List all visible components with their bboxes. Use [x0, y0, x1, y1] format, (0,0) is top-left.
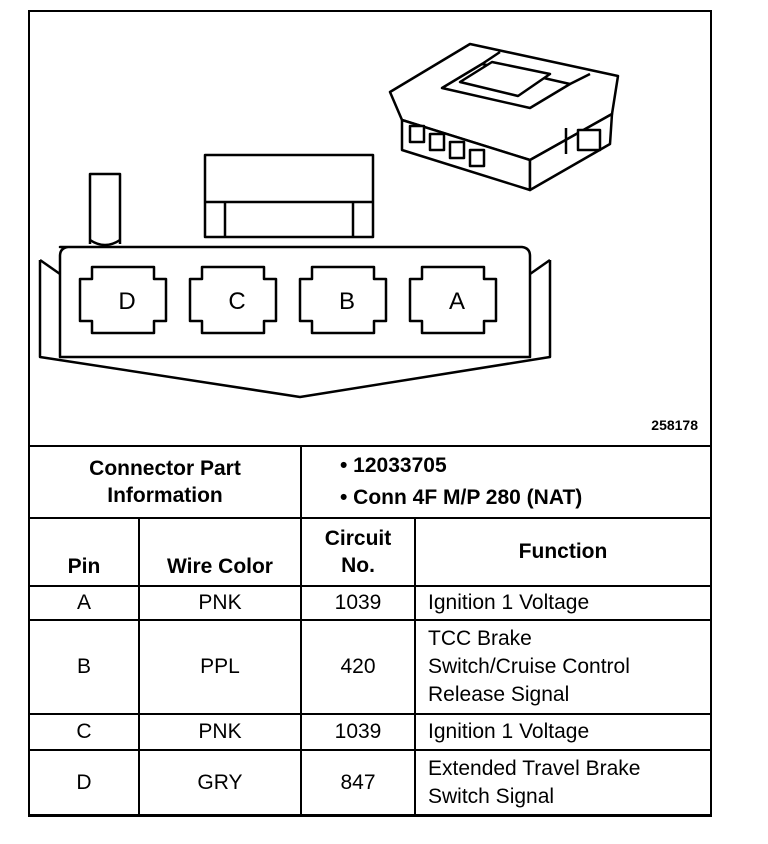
part-number: • 12033705 — [340, 454, 447, 477]
table-row: B PPL 420 TCC Brake Switch/Cruise Contro… — [28, 619, 712, 715]
pin-cavity-a — [408, 265, 498, 335]
part-info-label-line1: Connector Part — [89, 457, 241, 480]
part-info-label: Connector Part Information — [28, 445, 302, 519]
function-cell: TCC Brake Switch/Cruise Control Release … — [414, 619, 712, 715]
pin-label-a: A — [449, 288, 465, 315]
figure-number: 258178 — [651, 417, 698, 433]
wire-color-cell: PPL — [138, 619, 302, 715]
function-cell: Extended Travel Brake Switch Signal — [414, 749, 712, 817]
function-cell: Ignition 1 Voltage — [414, 713, 712, 751]
header-wire-color: Wire Color — [138, 517, 302, 587]
function-cell: Ignition 1 Voltage — [414, 585, 712, 621]
circuit-cell: 847 — [300, 749, 416, 817]
connector-info-table: Connector Part Information • 12033705 • … — [28, 445, 712, 817]
pin-cavity-c — [188, 265, 278, 335]
header-function: Function — [414, 517, 712, 587]
header-circuit-line2: No. — [341, 554, 375, 577]
connector-description: • Conn 4F M/P 280 (NAT) — [340, 486, 583, 509]
pin-label-b: B — [339, 288, 355, 315]
function-line: TCC Brake — [428, 627, 532, 650]
function-line: Switch Signal — [428, 785, 555, 808]
header-circuit-line1: Circuit — [324, 527, 392, 550]
function-line: Ignition 1 Voltage — [428, 591, 590, 614]
table-row: A PNK 1039 Ignition 1 Voltage — [28, 585, 712, 621]
pin-label-c: C — [228, 288, 245, 315]
pin-cell: C — [28, 713, 140, 751]
pin-cavity-b — [298, 265, 388, 335]
pin-cell: B — [28, 619, 140, 715]
table-row: D GRY 847 Extended Travel Brake Switch S… — [28, 749, 712, 817]
pin-cavity-d — [78, 265, 168, 335]
pin-cell: A — [28, 585, 140, 621]
function-line: Release Signal — [428, 683, 570, 706]
wire-color-cell: GRY — [138, 749, 302, 817]
pin-cell: D — [28, 749, 140, 817]
part-info-values: • 12033705 • Conn 4F M/P 280 (NAT) — [300, 445, 712, 519]
wire-color-cell: PNK — [138, 713, 302, 751]
pin-label-d: D — [118, 288, 135, 315]
table-row: C PNK 1039 Ignition 1 Voltage — [28, 713, 712, 751]
wire-color-cell: PNK — [138, 585, 302, 621]
circuit-cell: 420 — [300, 619, 416, 715]
connector-top-tab — [203, 153, 375, 239]
part-info-label-line2: Information — [107, 484, 223, 507]
circuit-cell: 1039 — [300, 585, 416, 621]
function-line: Extended Travel Brake — [428, 757, 641, 780]
function-line: Ignition 1 Voltage — [428, 720, 590, 743]
header-pin: Pin — [28, 517, 140, 587]
function-line: Switch/Cruise Control — [428, 655, 630, 678]
circuit-cell: 1039 — [300, 713, 416, 751]
connector-3d-icon — [388, 42, 620, 192]
connector-face-body — [58, 245, 532, 359]
connector-latch — [88, 172, 122, 244]
header-circuit: Circuit No. — [300, 517, 416, 587]
